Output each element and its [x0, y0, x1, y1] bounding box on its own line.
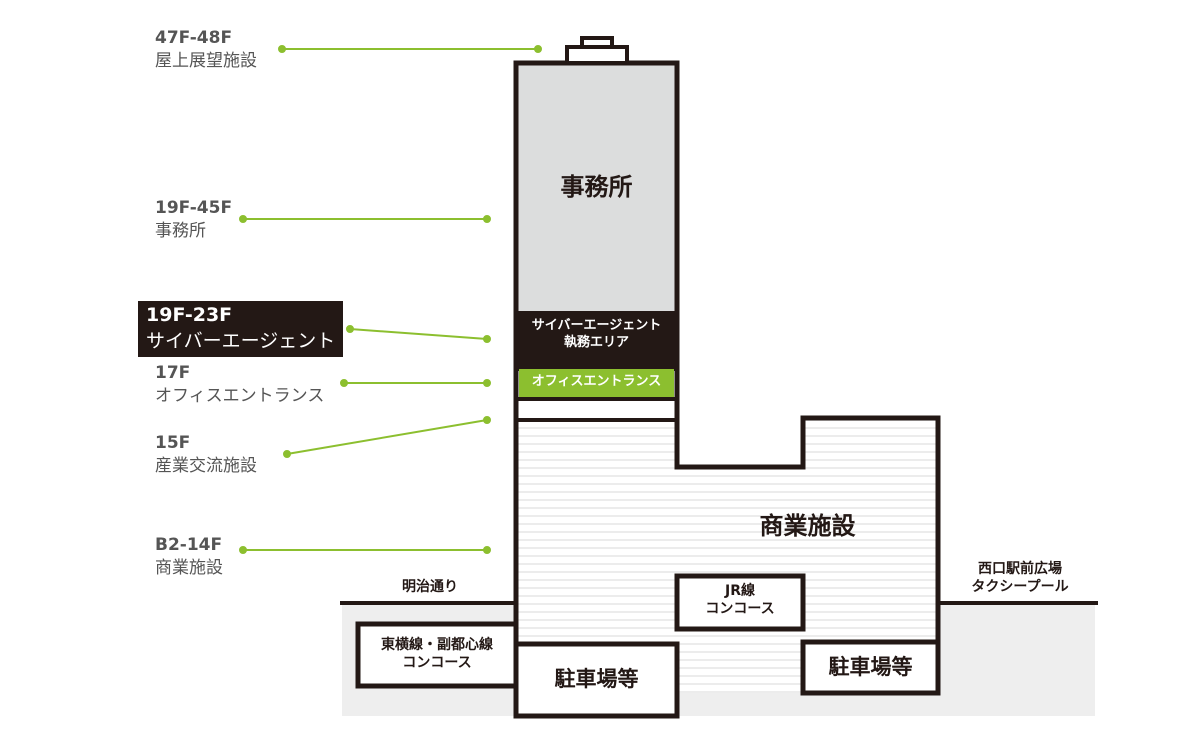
street-meiji-label: 明治通り: [402, 579, 458, 595]
parking-left-label: 駐車場等: [554, 667, 639, 691]
rooftop: [565, 45, 629, 65]
toyoko-concourse-label: 東横線・副都心線コンコース: [381, 637, 493, 672]
commercial-label: 商業施設: [759, 512, 856, 540]
west-exit-plaza-label: 西口駅前広場タクシープール: [971, 561, 1069, 596]
jr-concourse-box: [674, 573, 806, 632]
commercial-block: [516, 418, 938, 693]
jr-concourse-label: JR線コンコース: [705, 583, 775, 618]
cyberagent-area-label: サイバーエージェント執務エリア: [531, 318, 662, 350]
parking-right-label: 駐車場等: [828, 655, 913, 679]
entrance-area: [519, 369, 674, 397]
office-area: [516, 63, 677, 311]
entrance-label: オフィスエントランス: [531, 374, 662, 389]
cyberagent-area: [516, 311, 677, 371]
parking-left-box: [513, 641, 680, 719]
parking-right-box: [800, 639, 941, 696]
office-label: 事務所: [560, 173, 633, 201]
